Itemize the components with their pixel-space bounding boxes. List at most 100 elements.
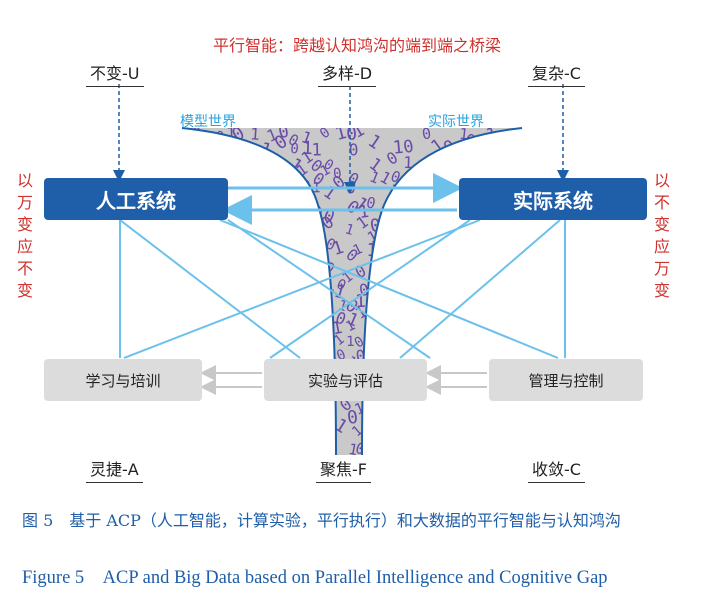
caption-english: Figure 5 ACP and Big Data based on Paral…: [22, 568, 608, 588]
funnel-digit: 0: [189, 434, 206, 457]
funnel-digit: 0: [467, 264, 481, 287]
funnel-digit: 0: [216, 341, 235, 363]
funnel-digit: 1: [266, 250, 284, 273]
funnel-digit: 1: [214, 223, 227, 241]
funnel-digit: 1: [279, 188, 294, 211]
funnel-digit: 1: [215, 428, 225, 445]
funnel-digit: 0: [483, 278, 500, 299]
funnel-digit: 1: [451, 240, 466, 258]
funnel-digit: 1: [509, 298, 519, 315]
funnel-digit: 0: [462, 259, 479, 279]
funnel-digit: 1: [418, 180, 439, 203]
label-unchanged-u: 不变-U: [86, 60, 144, 87]
funnel-digit: 0: [366, 398, 379, 419]
funnel-digit: 0: [324, 425, 333, 441]
funnel-digit: 1: [410, 204, 427, 227]
diagram-title: 平行智能：跨越认知鸿沟的端到端之桥梁: [212, 36, 501, 55]
funnel-digit: 0: [434, 399, 445, 416]
funnel-digit: 0: [241, 374, 257, 392]
funnel-digit: 1: [511, 230, 523, 252]
learning-training-box: 学习与培训: [44, 359, 202, 401]
funnel-digit: 0: [364, 193, 377, 213]
funnel-shape: [182, 128, 522, 455]
funnel-digit: 1: [254, 430, 270, 448]
funnel-digit: 0: [236, 155, 247, 172]
label-complex-c: 复杂-C: [528, 60, 585, 87]
funnel-digit: 1: [389, 229, 402, 249]
funnel-digit: 0: [442, 198, 457, 219]
funnel-digit: 1: [185, 221, 206, 244]
funnel-digit: 1: [392, 137, 405, 159]
funnel-digit: 0: [263, 163, 281, 184]
funnel-digit: 1: [412, 258, 424, 276]
funnel-digit: 1: [490, 334, 501, 354]
label-real-world: 实际世界: [428, 114, 484, 130]
experiment-evaluation-box: 实验与评估: [264, 359, 427, 401]
funnel-digit: 1: [287, 410, 303, 433]
label-focus-f: 聚焦-F: [316, 456, 371, 483]
funnel-digit: 1: [403, 153, 413, 172]
funnel-digit: 1: [432, 203, 447, 221]
funnel-digit: 0: [422, 166, 432, 183]
funnel-digit: 1: [514, 399, 524, 418]
funnel-digit: 1: [504, 319, 521, 337]
funnel-digit: 0: [207, 357, 225, 378]
funnel-digit: 0: [478, 221, 488, 238]
funnel-digit: 1: [359, 411, 371, 431]
learning-training-label: 学习与培训: [85, 371, 161, 390]
funnel-digit: 1: [485, 431, 503, 453]
funnel-digit: 0: [443, 245, 460, 267]
funnel-digit: 1: [221, 364, 241, 386]
funnel-digit: 0: [289, 141, 300, 158]
funnel-digit: 1: [246, 153, 259, 171]
funnel-digit: 0: [434, 282, 443, 300]
funnel-digit: 0: [464, 327, 483, 349]
funnel-digit: 1: [286, 180, 304, 200]
funnel-digit: 1: [233, 141, 244, 158]
funnel-digit: 0: [298, 229, 314, 251]
funnel-digit: 0: [441, 315, 456, 333]
funnel-digit: 0: [216, 129, 225, 145]
funnel-digit: 0: [267, 426, 284, 447]
artificial-system-box: 人工系统: [44, 178, 228, 220]
funnel-digit: 0: [300, 311, 315, 329]
funnel-digit: 0: [455, 295, 469, 317]
funnel-digit: 0: [475, 298, 488, 318]
funnel-digit: 0: [346, 123, 358, 145]
funnel-digit: 1: [443, 165, 454, 184]
funnel-digit: 1: [256, 168, 267, 185]
funnel-digit: 1: [455, 158, 470, 176]
label-convergence-c: 收敛-C: [528, 456, 585, 483]
funnel-digit: 1: [198, 440, 218, 462]
funnel-digit: 0: [429, 379, 447, 400]
funnel-digit: 1: [451, 263, 472, 287]
funnel-digit: 0: [421, 124, 433, 143]
funnel-digit: 1: [333, 122, 349, 145]
funnel-digit: 1: [302, 401, 317, 422]
funnel-digit: 0: [246, 333, 259, 353]
funnel-digit: 0: [461, 329, 481, 351]
funnel-digit: 1: [198, 222, 216, 242]
label-agile-a: 灵捷-A: [86, 456, 143, 483]
funnel-digit: 1: [443, 287, 453, 304]
funnel-digit: 0: [402, 137, 415, 158]
funnel-digit: 1: [233, 349, 254, 371]
funnel-digit: 1: [258, 202, 272, 225]
funnel-digit: 1: [461, 291, 479, 311]
funnel-digit: 0: [508, 309, 518, 326]
funnel-digit: 1: [220, 238, 239, 260]
funnel-digit: 1: [285, 214, 302, 234]
label-diverse-d: 多样-D: [318, 60, 377, 87]
funnel-digit: 1: [241, 190, 256, 208]
funnel-digit: 1: [405, 424, 421, 442]
experiment-evaluation-label: 实验与评估: [307, 371, 383, 390]
funnel-digit: 1: [486, 141, 498, 158]
funnel-digit: 1: [509, 267, 518, 285]
funnel-digit: 0: [232, 271, 250, 291]
funnel-digit: 1: [386, 218, 404, 239]
funnel-digit: 0: [187, 135, 203, 153]
funnel-digit: 0: [458, 363, 466, 379]
actual-system-label: 实际系统: [513, 188, 593, 213]
side-text-left: 以万变应不变: [16, 171, 33, 300]
funnel-digit: 1: [464, 151, 476, 168]
